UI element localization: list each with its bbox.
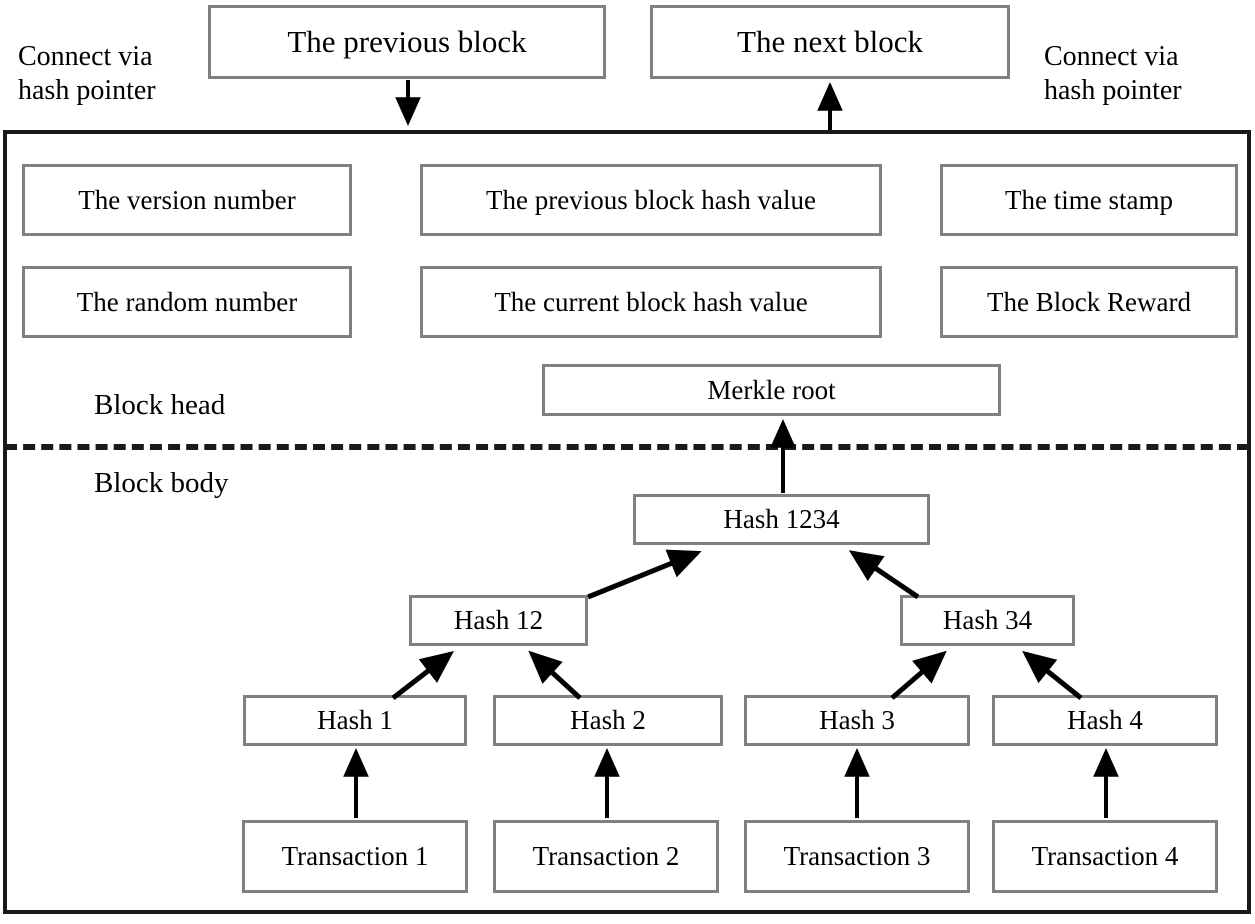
hash-12-box[interactable]: Hash 12 — [409, 595, 588, 646]
merkle-root-label: Merkle root — [707, 374, 836, 405]
transaction-4-box[interactable]: Transaction 4 — [992, 820, 1218, 893]
merkle-root-box[interactable]: Merkle root — [542, 364, 1001, 416]
transaction-1-label: Transaction 1 — [281, 841, 429, 872]
right-connect-line-1: Connect via — [1044, 41, 1179, 72]
hash-34-box[interactable]: Hash 34 — [900, 595, 1075, 646]
field-label: The previous block hash value — [486, 184, 816, 215]
hash-12-label: Hash 12 — [453, 605, 544, 636]
hash-2-label: Hash 2 — [570, 705, 646, 736]
block-body-section-label: Block body — [94, 467, 229, 499]
transaction-1-box[interactable]: Transaction 1 — [242, 820, 468, 893]
field-label: The random number — [76, 286, 298, 317]
hash-3-box[interactable]: Hash 3 — [744, 695, 970, 746]
field-version-number[interactable]: The version number — [22, 164, 352, 236]
field-previous-block-hash-value[interactable]: The previous block hash value — [420, 164, 882, 236]
transaction-4-label: Transaction 4 — [1031, 841, 1179, 872]
transaction-3-box[interactable]: Transaction 3 — [744, 820, 970, 893]
transaction-3-label: Transaction 3 — [783, 841, 931, 872]
hash-3-label: Hash 3 — [819, 705, 895, 736]
hash-1234-box[interactable]: Hash 1234 — [633, 494, 930, 545]
field-label: The current block hash value — [494, 286, 808, 317]
next-block-box[interactable]: The next block — [650, 5, 1010, 79]
hash-1-label: Hash 1 — [317, 705, 393, 736]
field-random-number[interactable]: The random number — [22, 266, 352, 338]
field-label: The time stamp — [1005, 184, 1173, 215]
previous-block-label: The previous block — [287, 23, 527, 59]
left-connect-line-2: hash pointer — [18, 75, 156, 107]
hash-34-label: Hash 34 — [942, 605, 1033, 636]
hash-4-box[interactable]: Hash 4 — [992, 695, 1218, 746]
right-connect-annotation: Connect via hash pointer — [1044, 40, 1182, 108]
transaction-2-label: Transaction 2 — [532, 841, 680, 872]
field-current-block-hash-value[interactable]: The current block hash value — [420, 266, 882, 338]
hash-1234-label: Hash 1234 — [723, 504, 840, 535]
head-body-divider — [5, 444, 1249, 450]
next-block-label: The next block — [737, 23, 923, 59]
previous-block-box[interactable]: The previous block — [208, 5, 606, 79]
field-label: The version number — [78, 184, 296, 215]
hash-2-box[interactable]: Hash 2 — [493, 695, 723, 746]
hash-4-label: Hash 4 — [1067, 705, 1143, 736]
transaction-2-box[interactable]: Transaction 2 — [493, 820, 719, 893]
left-connect-annotation: Connect via hash pointer — [18, 40, 156, 108]
left-connect-line-1: Connect via — [18, 41, 153, 72]
block-head-section-label: Block head — [94, 389, 226, 421]
right-connect-line-2: hash pointer — [1044, 75, 1182, 107]
field-label: The Block Reward — [987, 286, 1191, 317]
field-block-reward[interactable]: The Block Reward — [940, 266, 1238, 338]
hash-1-box[interactable]: Hash 1 — [243, 695, 467, 746]
block-container — [3, 130, 1251, 914]
field-time-stamp[interactable]: The time stamp — [940, 164, 1238, 236]
